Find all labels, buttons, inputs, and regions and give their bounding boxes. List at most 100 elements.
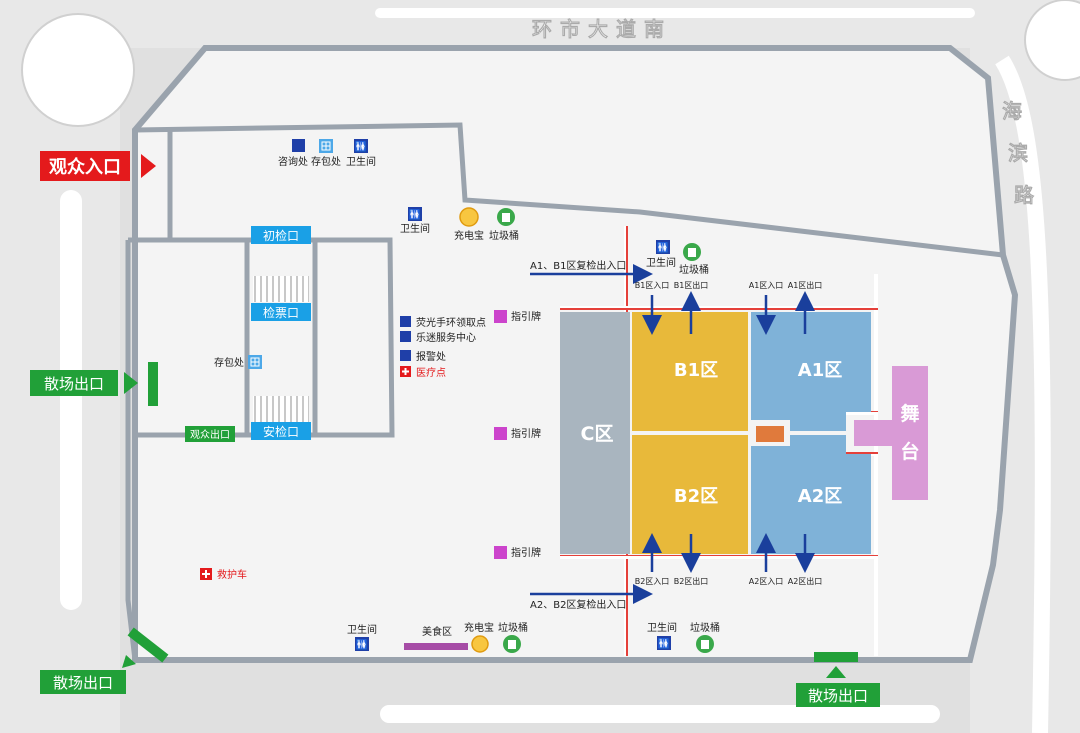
facility-toilet-3: 卫生间 🚻: [347, 623, 377, 651]
sign-icon: [494, 310, 507, 323]
police-icon: [400, 350, 411, 361]
svg-text:垃圾桶: 垃圾桶: [489, 229, 519, 242]
svg-text:指引牌: 指引牌: [511, 427, 541, 440]
facility-info: 咨询处: [278, 139, 308, 168]
facility-toilet-2: 🚻 卫生间: [400, 207, 430, 235]
svg-text:B1区: B1区: [674, 360, 718, 381]
svg-text:初检口: 初检口: [263, 228, 299, 243]
glow-band-icon: [400, 316, 411, 327]
facility-toilet-4: 卫生间 🚻: [647, 621, 677, 650]
queue-lanes: [253, 396, 309, 422]
zone-gates-top: B1区入口 B1区出口 A1区入口 A1区出口: [635, 280, 822, 335]
facility-trash-2: 垃圾桶: [498, 621, 528, 653]
svg-text:🚻: 🚻: [409, 208, 421, 221]
svg-text:B2区: B2区: [674, 486, 718, 507]
zone-c: [560, 312, 630, 554]
exit-bottom-left: 散场出口: [40, 627, 169, 694]
svg-text:B1区出口: B1区出口: [674, 280, 709, 290]
facility-toilet-1: 🚻 卫生间: [346, 139, 376, 168]
svg-text:B1区入口: B1区入口: [635, 281, 670, 290]
sign-1: 指引牌: [494, 310, 541, 323]
walls: [125, 122, 1004, 661]
toilet-icon: [656, 240, 670, 254]
toilet-icon: [355, 637, 369, 651]
exit-bottom-right-arrow-icon: [826, 666, 846, 678]
svg-text:救护车: 救护车: [217, 568, 247, 581]
checkpoint-first: 初检口: [251, 226, 311, 244]
svg-text:垃圾桶: 垃圾桶: [679, 263, 709, 276]
facility-trash-4: 垃圾桶: [679, 243, 709, 276]
exit-left-arrow-icon: [124, 372, 138, 394]
svg-text:垃圾桶: 垃圾桶: [690, 621, 720, 634]
svg-text:卫生间: 卫生间: [347, 623, 377, 636]
svg-text:🚻: 🚻: [658, 637, 670, 650]
facility-toilet-5: 🚻 卫生间: [646, 240, 676, 269]
svg-text:充电宝: 充电宝: [464, 621, 494, 634]
svg-text:观众出口: 观众出口: [190, 428, 230, 441]
audience-entrance: 观众入口: [40, 151, 156, 181]
service-points: 荧光手环领取点 乐迷服务中心 报警处 医疗点: [400, 316, 486, 379]
svg-text:A2、B2区复检出入口: A2、B2区复检出入口: [530, 598, 626, 611]
entrance-arrow-icon: [141, 154, 156, 178]
sign-icon: [494, 546, 507, 559]
facility-trash-1: 垃圾桶: [489, 208, 519, 242]
svg-text:A2区出口: A2区出口: [788, 576, 823, 586]
svg-text:海: 海: [1002, 99, 1022, 123]
svg-text:卫生间: 卫生间: [400, 222, 430, 235]
service-center-icon: [400, 331, 411, 342]
exit-bottom-left-label: 散场出口: [53, 674, 113, 692]
stage: 舞 台: [854, 366, 928, 500]
svg-text:咨询处: 咨询处: [278, 155, 308, 168]
audience-entrance-label: 观众入口: [49, 156, 121, 178]
svg-text:存包处: 存包处: [311, 155, 341, 168]
svg-text:B2区出口: B2区出口: [674, 576, 709, 586]
toilet-icon: [408, 207, 422, 221]
info-desk-icon: [292, 139, 305, 152]
power-bank-icon: [459, 207, 479, 227]
queue-lanes: [253, 276, 309, 302]
power-bank-icon: [471, 635, 489, 653]
seating-zones: C区 B1区 B2区 A1区 A2区: [560, 312, 871, 554]
svg-text:🚻: 🚻: [355, 140, 367, 153]
road-label-top: 环市大道南: [532, 17, 672, 41]
recheck-top: A1、B1区复检出入口: [530, 259, 653, 284]
svg-text:指引牌: 指引牌: [511, 310, 541, 323]
checkpoint-ticket: 检票口: [251, 303, 311, 321]
svg-text:路: 路: [1014, 183, 1035, 207]
svg-text:A1区入口: A1区入口: [749, 281, 784, 290]
svg-text:安检口: 安检口: [263, 424, 299, 439]
svg-text:指引牌: 指引牌: [511, 546, 541, 559]
svg-text:美食区: 美食区: [422, 625, 452, 638]
svg-text:报警处: 报警处: [416, 350, 446, 363]
svg-text:A2区: A2区: [798, 486, 842, 507]
exit-left: 散场出口: [30, 362, 158, 406]
svg-text:B2区入口: B2区入口: [635, 577, 670, 586]
facility-trash-3: 垃圾桶: [690, 621, 720, 653]
exit-left-label: 散场出口: [44, 375, 104, 393]
facility-charger-2: 充电宝: [464, 621, 494, 653]
toilet-icon: [657, 636, 671, 650]
svg-text:A1区: A1区: [798, 360, 842, 381]
svg-text:卫生间: 卫生间: [646, 256, 676, 269]
svg-text:垃圾桶: 垃圾桶: [498, 621, 528, 634]
control-booth: [756, 426, 784, 442]
svg-text:乐迷服务中心: 乐迷服务中心: [416, 331, 476, 344]
svg-text:台: 台: [900, 440, 919, 463]
svg-text:医疗点: 医疗点: [416, 366, 446, 379]
facility-bag: 存包处: [311, 139, 341, 168]
svg-text:🚻: 🚻: [356, 638, 368, 651]
svg-text:充电宝: 充电宝: [454, 229, 484, 242]
svg-text:C区: C区: [581, 423, 614, 445]
facility-charger-1: 充电宝: [454, 207, 484, 242]
toilet-icon: [354, 139, 368, 153]
road-label-right: 海 滨 路: [1002, 99, 1035, 207]
exit-bottom-right: 散场出口: [796, 652, 880, 707]
facility-bag-2: 存包处: [214, 355, 262, 369]
svg-text:舞: 舞: [900, 402, 919, 425]
checkpoint-security: 安检口: [251, 422, 311, 440]
sign-icon: [494, 427, 507, 440]
ambulance: 救护车: [200, 568, 247, 581]
svg-text:卫生间: 卫生间: [647, 621, 677, 634]
sign-3: 指引牌: [494, 546, 541, 559]
